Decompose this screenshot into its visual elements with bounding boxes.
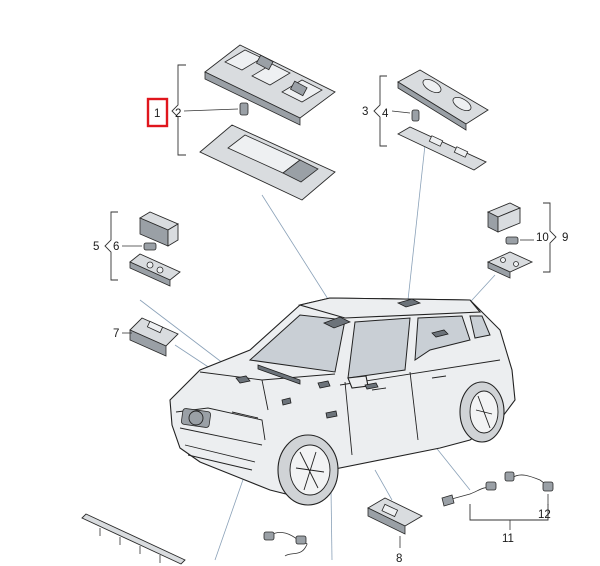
label-1: 1 [154,108,160,120]
sensor-cable-group [441,471,554,530]
wiring-harness-part [263,531,308,557]
light-strip-part [81,513,186,565]
overhead-console-group [171,44,336,201]
highlight-box [146,97,169,128]
boot-lid-light-part [367,497,423,548]
label-7: 7 [113,328,119,340]
label-2: 2 [175,108,181,120]
label-6: 6 [113,241,119,253]
car-illustration [169,297,516,506]
label-3: 3 [362,106,368,118]
label-10: 10 [536,232,549,244]
reading-light-group [373,69,489,171]
label-9: 9 [562,232,568,244]
vanity-light-part [122,317,179,357]
footwell-light-group [104,211,181,287]
label-12: 12 [538,509,551,521]
label-11: 11 [502,533,514,545]
luggage-light-group [486,202,557,279]
label-8: 8 [396,553,402,565]
label-4: 4 [382,108,389,120]
label-5: 5 [93,241,99,253]
